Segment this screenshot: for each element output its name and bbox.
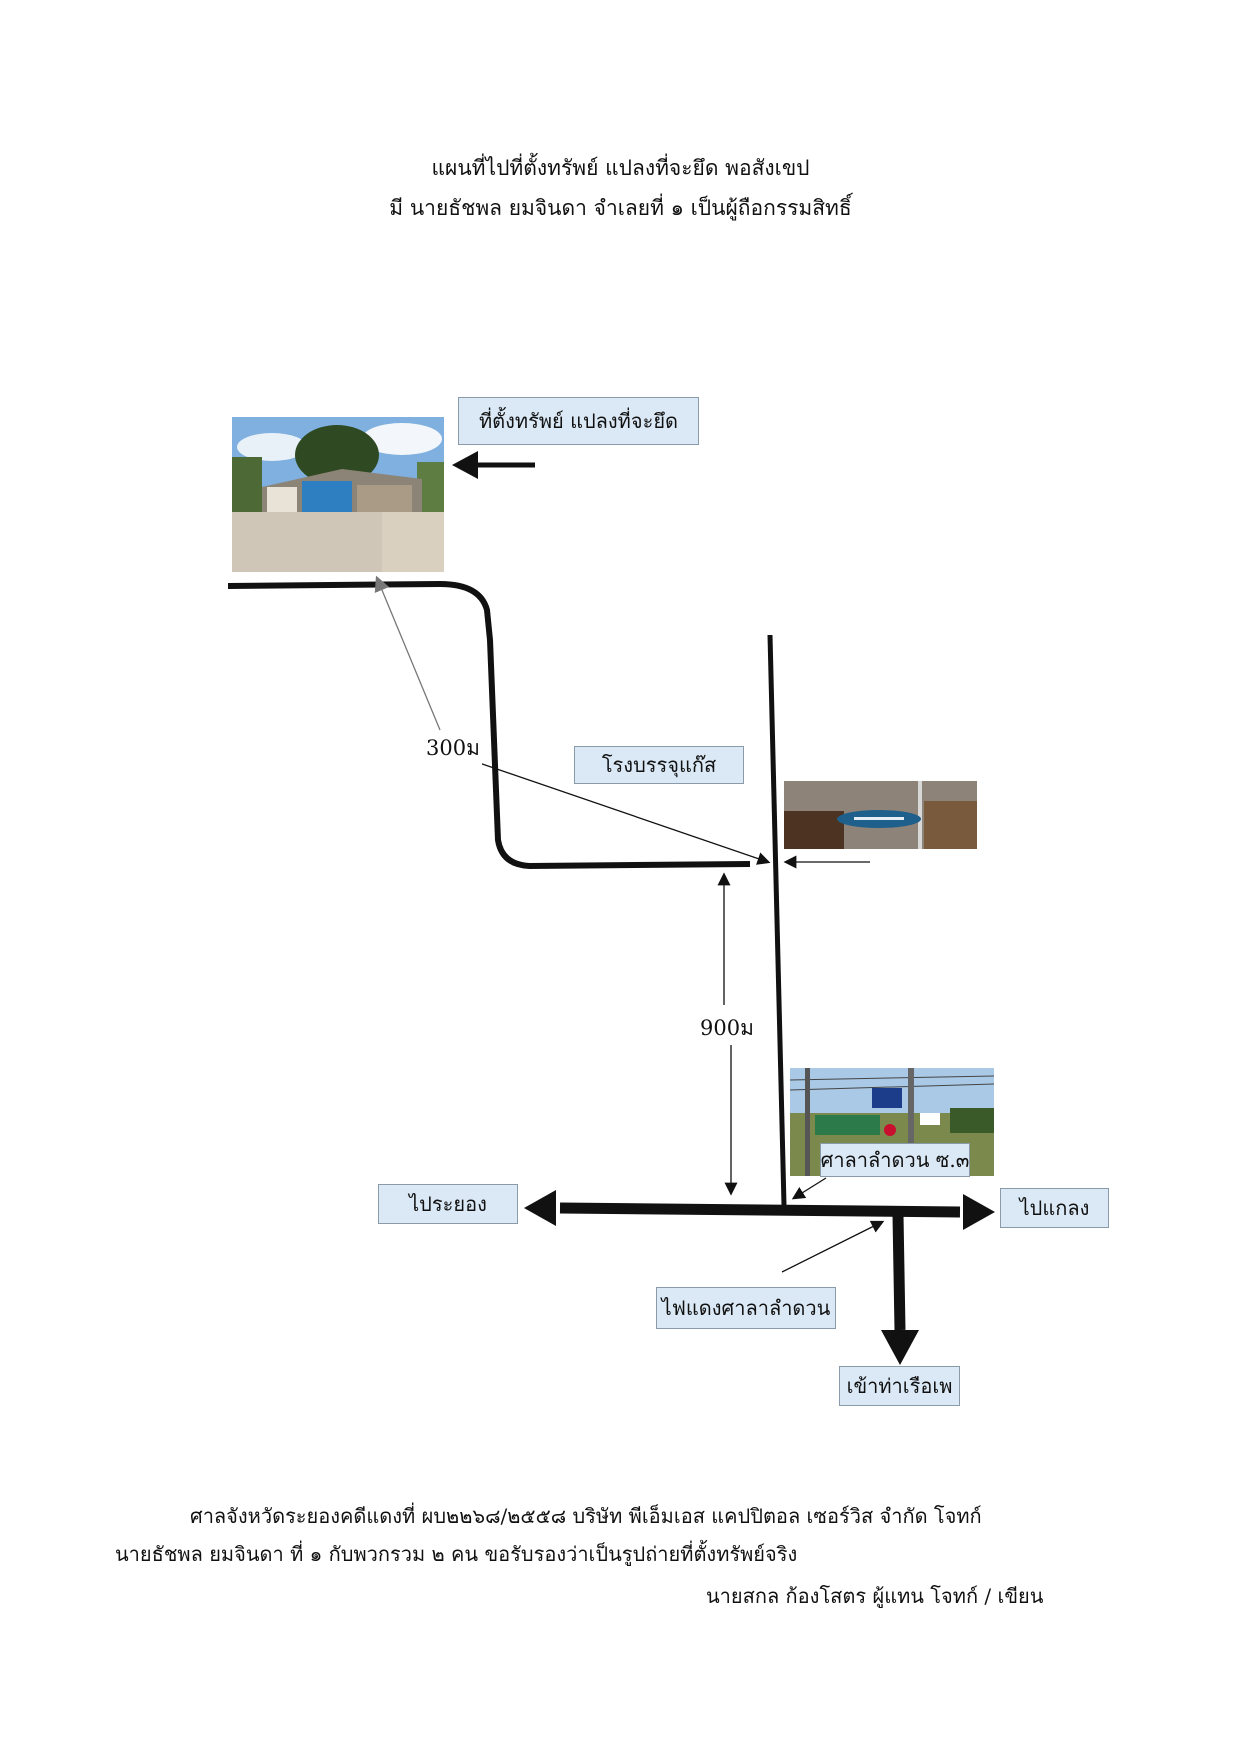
distance-900m-label: 900ม [698, 1012, 756, 1045]
to-rayong-arrowhead [524, 1190, 556, 1226]
to-tha-ruea-phe-label: เข้าท่าเรือเพ [839, 1366, 960, 1406]
property-pointer-arrow [452, 451, 478, 479]
highway-road [559, 1202, 961, 1218]
map-title: แผนที่ไปที่ตั้งทรัพย์ แปลงที่จะยึด พอสัง… [431, 156, 810, 180]
to-rayong-label: ไประยอง [378, 1184, 518, 1224]
property-photo [232, 417, 444, 572]
distance-300m-label: 300ม [424, 732, 482, 765]
main-road-vertical [767, 634, 787, 1206]
sala-lamduan-label: ศาลาลำดวน ซ.๓ [820, 1143, 970, 1177]
access-road [227, 580, 751, 870]
property-location-label: ที่ตั้งทรัพย์ แปลงที่จะยึด [458, 397, 699, 445]
to-klaeng-arrowhead [963, 1194, 995, 1230]
footer-case-line: ศาลจังหวัดระยองคดีแดงที่ ผบ๒๒๖๘/๒๕๕๘ บริ… [190, 1504, 982, 1528]
footer-signature-line: นายสกล ก้องโสตร ผู้แทน โจทก์ / เขียน [706, 1584, 1044, 1608]
map-subtitle: มี นายธัชพล ยมจินดา จำเลยที่ ๑ เป็นผู้ถื… [389, 196, 852, 220]
gas-plant-sign-photo [784, 781, 977, 849]
footer-certification-line: นายธัชพล ยมจินดา ที่ ๑ กับพวกรวม ๒ คน ขอ… [115, 1542, 798, 1566]
to-phe-arrowhead [881, 1330, 919, 1365]
gas-plant-label: โรงบรรจุแก๊ส [574, 746, 744, 784]
to-klaeng-label: ไปแกลง [1000, 1188, 1109, 1228]
traffic-light-label: ไฟแดงศาลาลำดวน [656, 1287, 836, 1329]
phe-road [892, 1214, 906, 1331]
